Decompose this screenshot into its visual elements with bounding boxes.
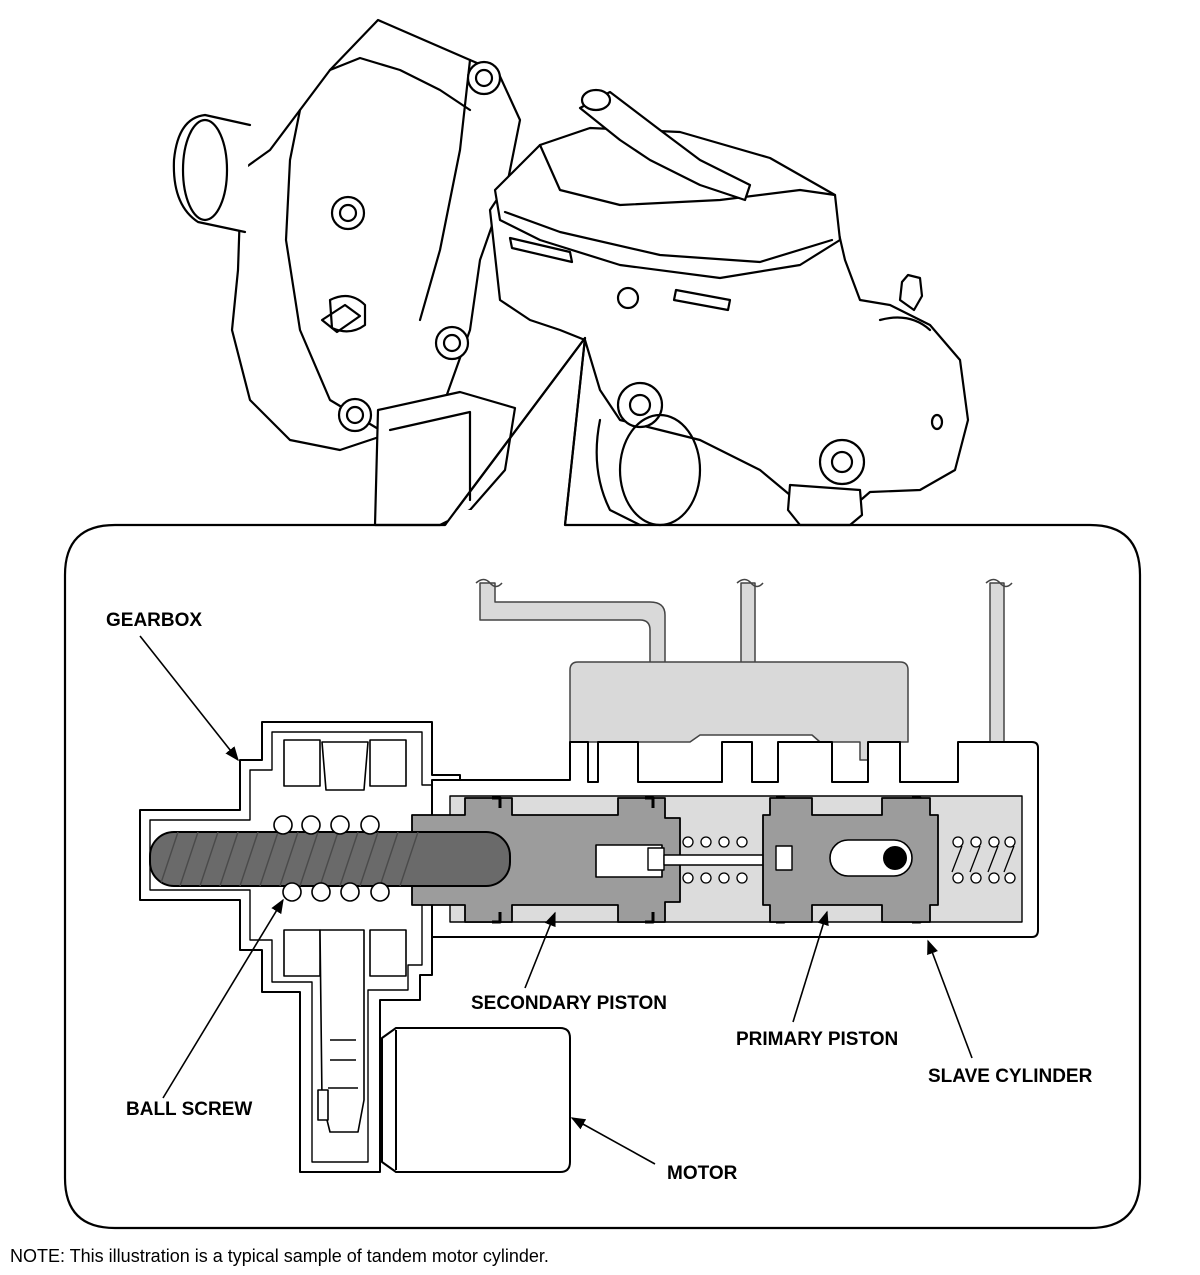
slave-cylinder-label: SLAVE CYLINDER (928, 1066, 1093, 1087)
illustration-note: NOTE: This illustration is a typical sam… (10, 1246, 549, 1266)
ball-bearings (273, 815, 390, 902)
bleeder-nipple (898, 273, 924, 312)
gearbox-label: GEARBOX (106, 610, 202, 631)
leader-lines (139, 635, 973, 1165)
ball-screw-label: BALL SCREW (126, 1099, 252, 1120)
return-springs (682, 836, 1016, 884)
outlet-port (616, 381, 664, 429)
primary-piston-label: PRIMARY PISTON (736, 1029, 898, 1050)
ball-screw-shaft (149, 831, 511, 887)
cutaway-view (139, 578, 1039, 1173)
callout-frame (63, 336, 1142, 1230)
assembly-illustration (172, 18, 970, 527)
motor-body (381, 1027, 571, 1173)
reservoir-channel (569, 661, 909, 761)
fluid-lines (475, 578, 1013, 784)
secondary-piston-label: SECONDARY PISTON (471, 993, 667, 1014)
bottom-fitting (786, 483, 864, 527)
motor-label: MOTOR (667, 1163, 738, 1184)
reservoir-hose (578, 90, 752, 202)
bolt-heads (330, 60, 502, 433)
secondary-piston (411, 797, 681, 923)
gearbox-motor-stub (172, 113, 252, 234)
